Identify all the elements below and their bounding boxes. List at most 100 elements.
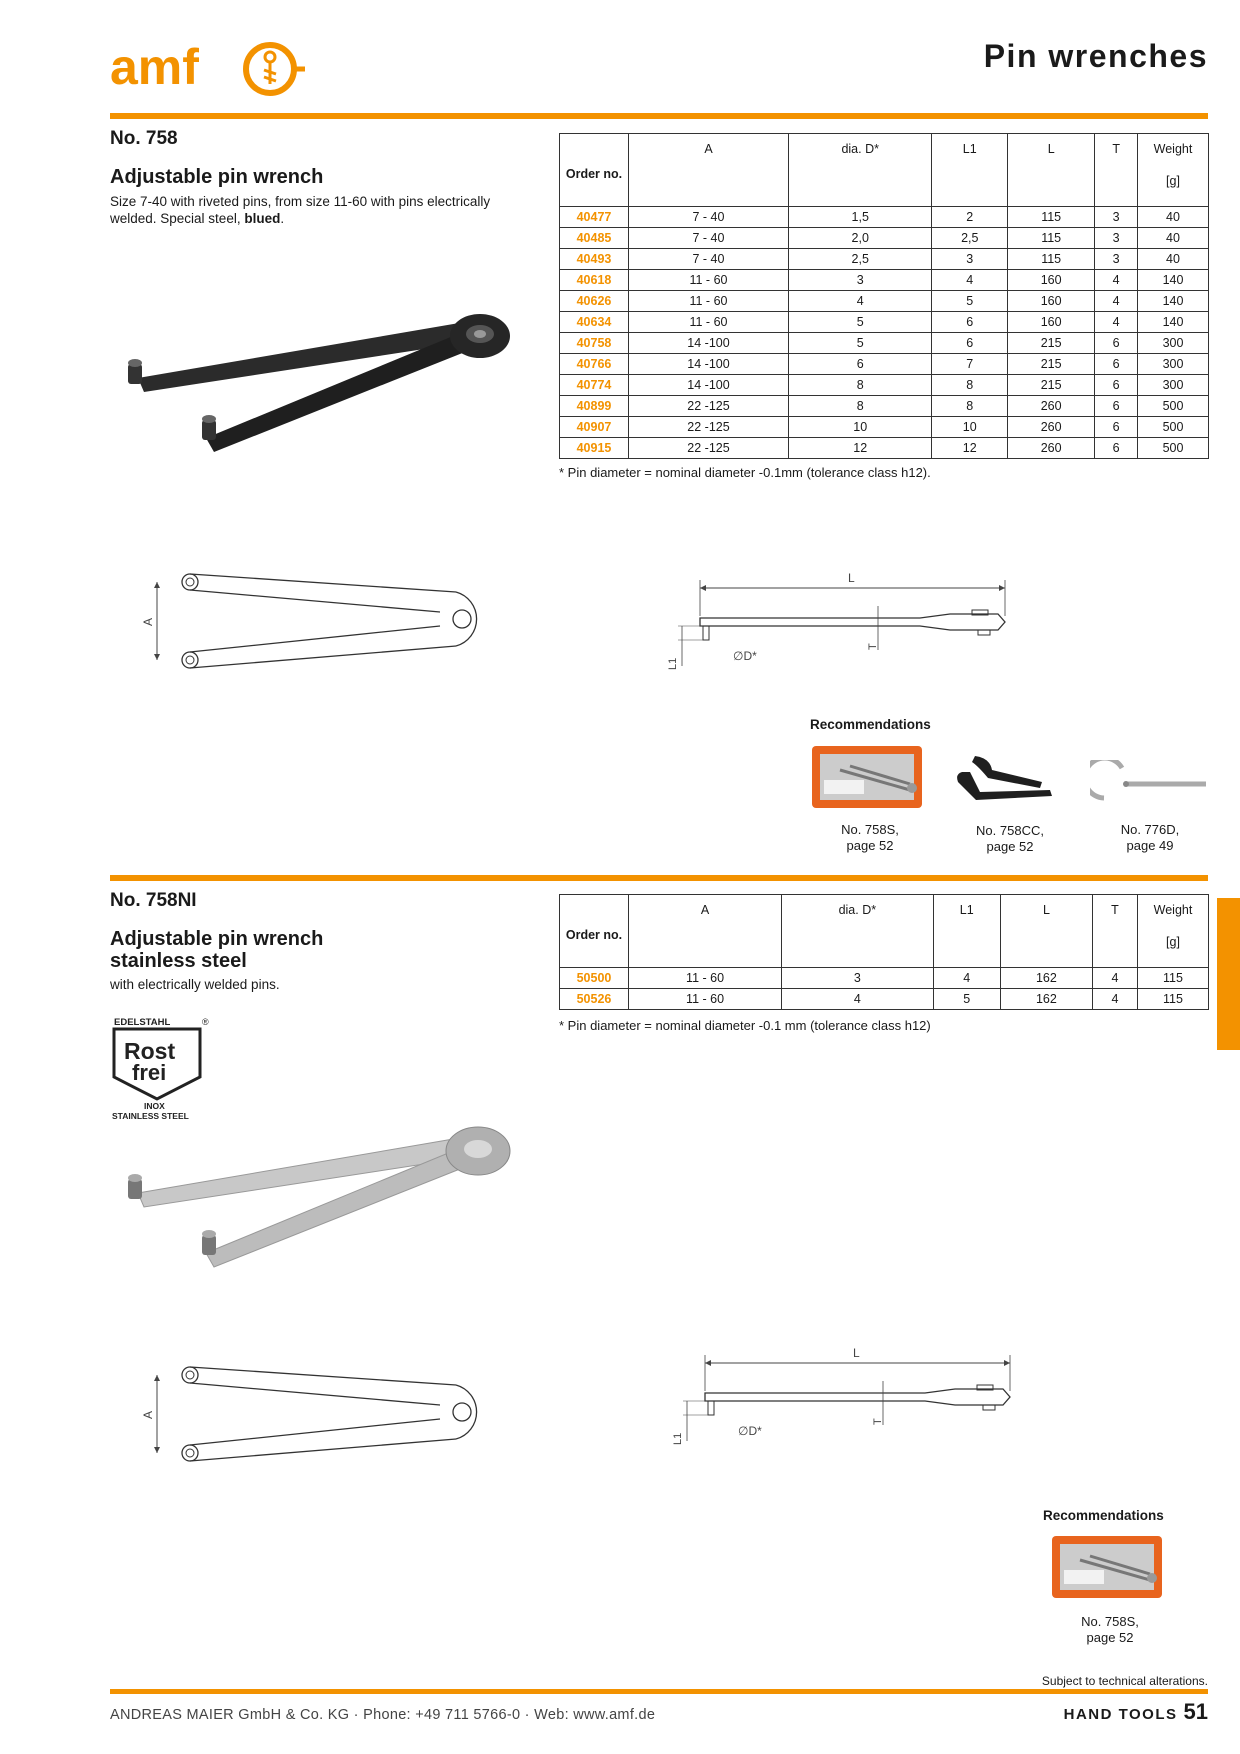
table-cell: 7 - 40: [628, 227, 789, 249]
col-dia-d: dia. D*: [781, 894, 934, 968]
col-order-no: Order no.: [559, 133, 629, 207]
section2-description: with electrically welded pins.: [110, 977, 280, 992]
order-number-cell[interactable]: 40626: [559, 290, 629, 312]
dim-label-l: L: [853, 1346, 860, 1360]
table-cell: 11 - 60: [628, 269, 789, 291]
footer-rule: [110, 1689, 1208, 1694]
order-number-cell[interactable]: 40774: [559, 374, 629, 396]
table-cell: 11 - 60: [627, 988, 783, 1010]
table-cell: 3: [931, 248, 1009, 270]
dim-label-l1: L1: [672, 1433, 684, 1445]
order-number-cell[interactable]: 40477: [559, 206, 629, 228]
section1-description: Size 7-40 with riveted pins, from size 1…: [110, 194, 491, 226]
table-cell: 260: [1007, 395, 1096, 417]
page-number: 51: [1183, 1699, 1208, 1724]
table-cell: 10: [787, 416, 933, 438]
spec-table-758: Order no. A dia. D* L1 L T Weight[g] 404…: [559, 133, 1209, 459]
table-cell: 500: [1137, 437, 1209, 459]
svg-text:STAINLESS STEEL: STAINLESS STEEL: [112, 1111, 189, 1120]
order-number-cell[interactable]: 40758: [559, 332, 629, 354]
table-cell: 3: [781, 967, 934, 989]
wrench-758-photo: [128, 314, 510, 452]
table-cell: 3: [1094, 206, 1138, 228]
order-number-cell[interactable]: 50526: [559, 988, 629, 1010]
amf-logo: amf: [110, 39, 305, 96]
table-cell: 3: [1094, 248, 1138, 270]
order-number-cell[interactable]: 40618: [559, 269, 629, 291]
table-cell: 6: [1094, 395, 1138, 417]
svg-text:frei: frei: [132, 1060, 166, 1085]
chapter-tab: [1217, 898, 1240, 1050]
table-cell: 160: [1007, 311, 1096, 333]
order-number-cell[interactable]: 40634: [559, 311, 629, 333]
table-cell: 215: [1007, 332, 1096, 354]
table-cell: 8: [787, 374, 933, 396]
order-number-cell[interactable]: 40915: [559, 437, 629, 459]
col-a: A: [627, 894, 783, 968]
order-number-cell[interactable]: 40766: [559, 353, 629, 375]
table-cell: 8: [787, 395, 933, 417]
table-cell: 500: [1137, 416, 1209, 438]
reco2-caption-758s[interactable]: No. 758S,page 52: [1081, 1614, 1139, 1645]
reco-758cc-image[interactable]: [950, 752, 1060, 808]
footer-company-info: ANDREAS MAIER GmbH & Co. KG · Phone: +49…: [110, 1707, 656, 1723]
table-cell: 6: [1094, 332, 1138, 354]
table-cell: 8: [931, 374, 1009, 396]
col-t: T: [1094, 133, 1138, 207]
table-cell: 6: [931, 332, 1009, 354]
alterations-note: Subject to technical alterations.: [1041, 1674, 1208, 1688]
col-l: L: [999, 894, 1093, 968]
table-cell: 140: [1137, 290, 1209, 312]
table-cell: 11 - 60: [627, 967, 783, 989]
col-l1: L1: [931, 133, 1009, 207]
col-l1: L1: [932, 894, 1001, 968]
order-number-cell[interactable]: 50500: [559, 967, 629, 989]
table-cell: 11 - 60: [628, 290, 789, 312]
table-cell: 7: [931, 353, 1009, 375]
wrench-758ni-topview-drawing: A: [141, 1366, 478, 1462]
section1-number: No. 758: [110, 128, 178, 149]
order-number-cell[interactable]: 40907: [559, 416, 629, 438]
spec-table-758ni: Order no. A dia. D* L1 L T Weight[g] 505…: [559, 894, 1209, 1010]
table-cell: 12: [931, 437, 1009, 459]
table-cell: 115: [1007, 248, 1096, 270]
table-cell: 115: [1007, 227, 1096, 249]
section2-footnote: * Pin diameter = nominal diameter -0.1 m…: [559, 1018, 931, 1033]
reco-758s-image[interactable]: [810, 740, 928, 814]
table-cell: 6: [1094, 416, 1138, 438]
reco-776d-image[interactable]: [1090, 760, 1210, 810]
reco-caption-776d[interactable]: No. 776D,page 49: [1120, 822, 1180, 853]
table-cell: 6: [1094, 374, 1138, 396]
table-cell: 5: [787, 311, 933, 333]
col-order-no: Order no.: [559, 894, 629, 968]
col-weight: Weight[g]: [1137, 133, 1209, 207]
reco-caption-758cc[interactable]: No. 758CC,page 52: [976, 823, 1044, 854]
reco2-758s-image[interactable]: [1050, 1530, 1168, 1604]
wrench-758ni-photo: [128, 1126, 511, 1268]
table-cell: 5: [787, 332, 933, 354]
table-cell: 22 -125: [628, 416, 789, 438]
table-header-row: Order no. A dia. D* L1 L T Weight[g]: [559, 894, 1209, 968]
table-cell: 4: [1091, 988, 1139, 1010]
table-cell: 6: [787, 353, 933, 375]
table-cell: 260: [1007, 437, 1096, 459]
rostfrei-stamp: EDELSTAHL ® Rost frei INOX STAINLESS STE…: [112, 1017, 209, 1120]
table-cell: 7 - 40: [628, 248, 789, 270]
table-cell: 162: [999, 967, 1093, 989]
table-cell: 160: [1007, 290, 1096, 312]
order-number-cell[interactable]: 40493: [559, 248, 629, 270]
table-cell: 14 -100: [628, 353, 789, 375]
order-number-cell[interactable]: 40899: [559, 395, 629, 417]
section-divider-rule: [110, 875, 1208, 881]
reco-caption-758s[interactable]: No. 758S,page 52: [841, 822, 899, 853]
logo-text: amf: [110, 39, 199, 95]
table-cell: 115: [1137, 967, 1209, 989]
section1-title: Adjustable pin wrench: [110, 166, 324, 188]
order-number-cell[interactable]: 40485: [559, 227, 629, 249]
